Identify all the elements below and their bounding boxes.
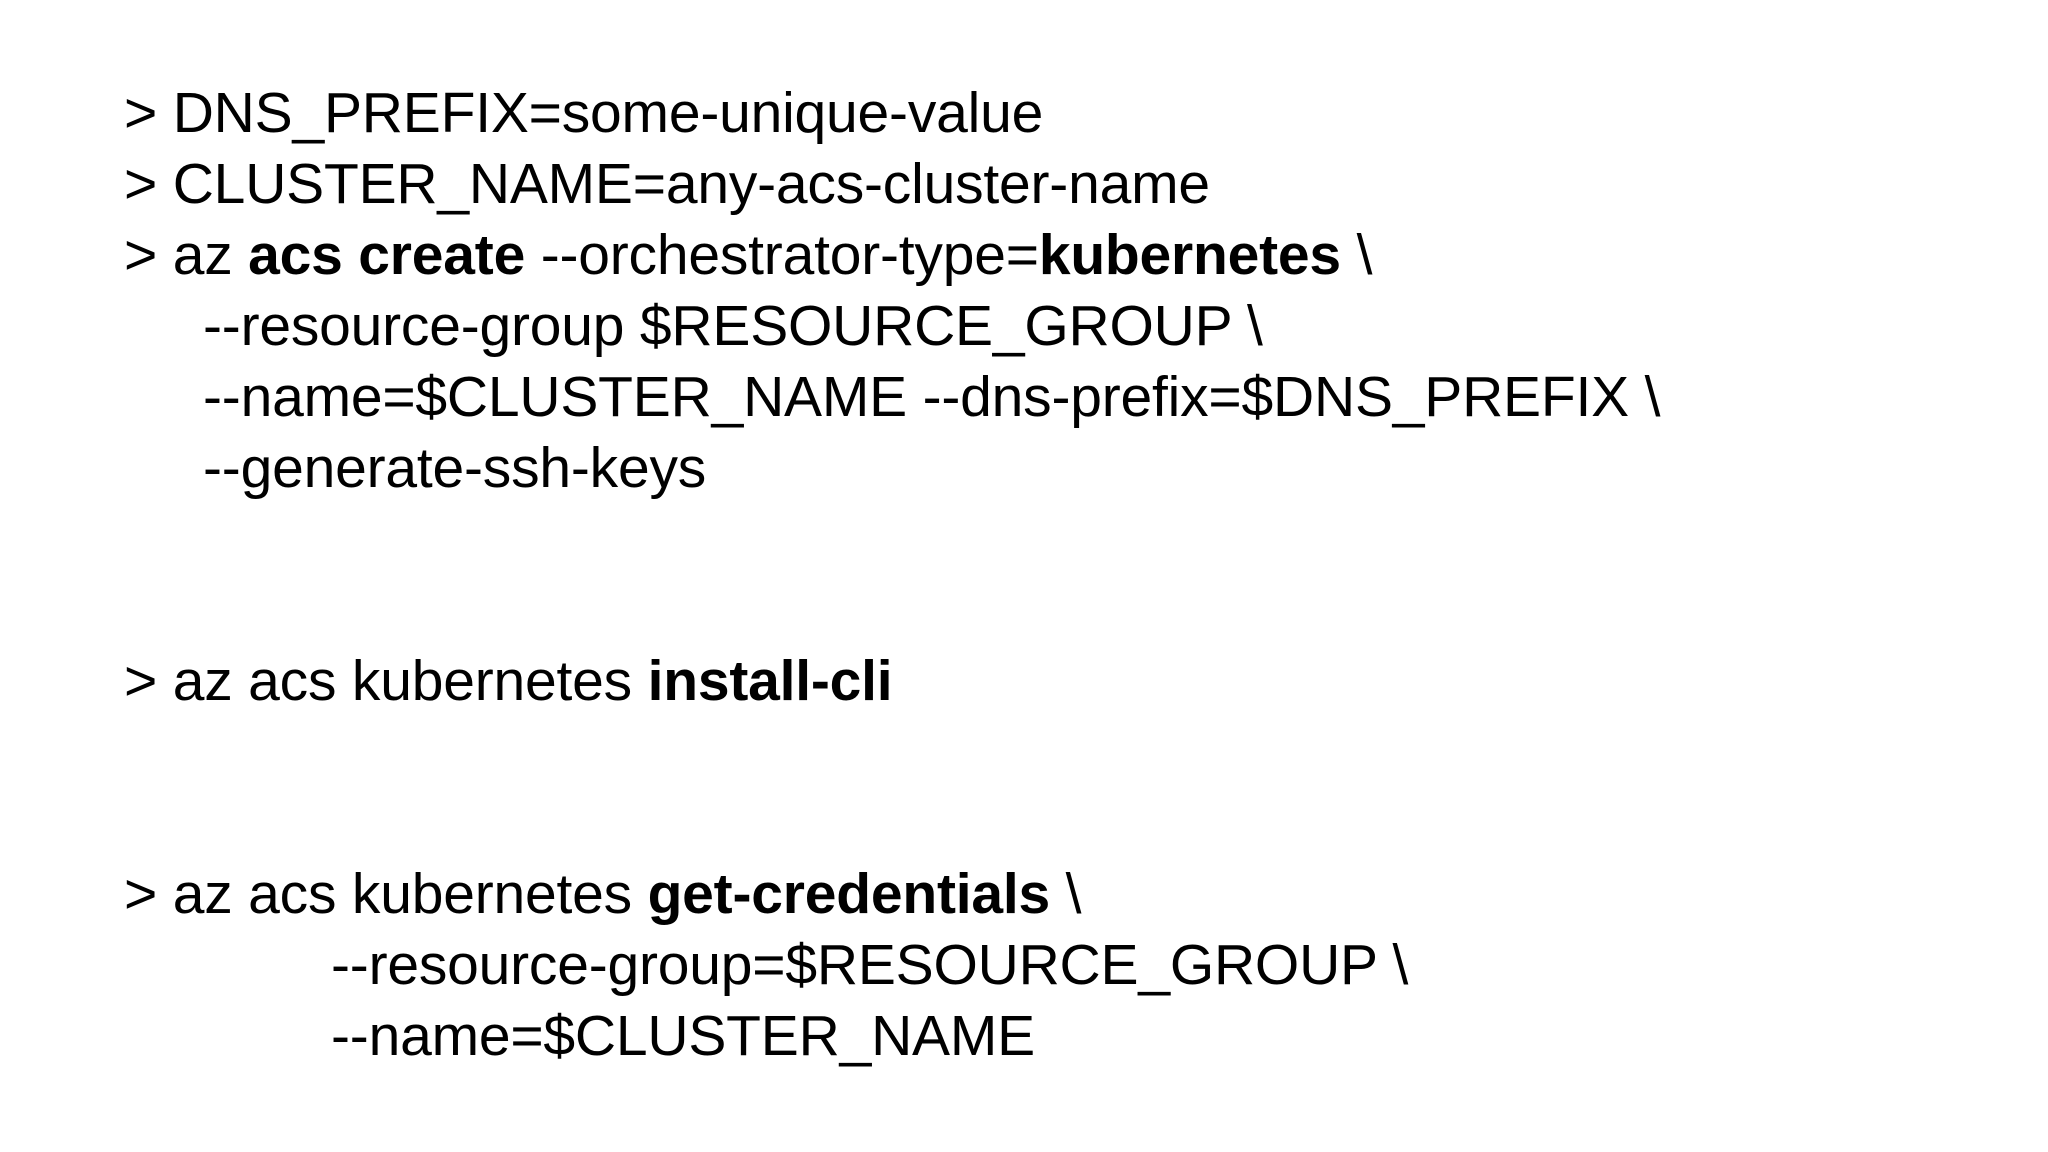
code-token: > DNS_PREFIX=some-unique-value [124, 81, 1044, 145]
code-line: > az acs kubernetes get-credentials \ [124, 859, 1924, 930]
code-line: --name=$CLUSTER_NAME [124, 1001, 1924, 1072]
code-token: --orchestrator-type= [525, 223, 1039, 287]
code-line-blank [124, 504, 1924, 575]
code-line-blank [124, 717, 1924, 788]
code-line: --generate-ssh-keys [124, 433, 1924, 504]
code-line: > DNS_PREFIX=some-unique-value [124, 78, 1924, 149]
code-token-emphasis: acs create [248, 223, 526, 287]
code-line: --resource-group=$RESOURCE_GROUP \ [124, 930, 1924, 1001]
code-token: \ [1340, 223, 1373, 287]
code-token: > az acs kubernetes [124, 649, 648, 713]
code-token: --resource-group $RESOURCE_GROUP \ [203, 294, 1263, 358]
code-token-emphasis: kubernetes [1038, 223, 1341, 287]
code-token-emphasis: get-credentials [647, 862, 1051, 926]
code-line: --resource-group $RESOURCE_GROUP \ [124, 291, 1924, 362]
code-token: > az [124, 223, 249, 287]
code-line: > az acs create --orchestrator-type=kube… [124, 220, 1924, 291]
code-token: > az acs kubernetes [124, 862, 648, 926]
code-line: > CLUSTER_NAME=any-acs-cluster-name [124, 149, 1924, 220]
code-line-blank [124, 575, 1924, 646]
code-token: --resource-group=$RESOURCE_GROUP \ [331, 933, 1409, 997]
code-token: --name=$CLUSTER_NAME --dns-prefix=$DNS_P… [203, 365, 1661, 429]
code-token: > CLUSTER_NAME=any-acs-cluster-name [124, 152, 1210, 216]
code-line: --name=$CLUSTER_NAME --dns-prefix=$DNS_P… [124, 362, 1924, 433]
code-line: > az acs kubernetes install-cli [124, 646, 1924, 717]
code-token: \ [1050, 862, 1082, 926]
code-block: > DNS_PREFIX=some-unique-value > CLUSTER_… [124, 78, 1924, 1072]
code-token-emphasis: install-cli [647, 649, 893, 713]
code-line-blank [124, 788, 1924, 859]
code-token: --name=$CLUSTER_NAME [331, 1004, 1035, 1068]
code-token: --generate-ssh-keys [203, 436, 707, 500]
